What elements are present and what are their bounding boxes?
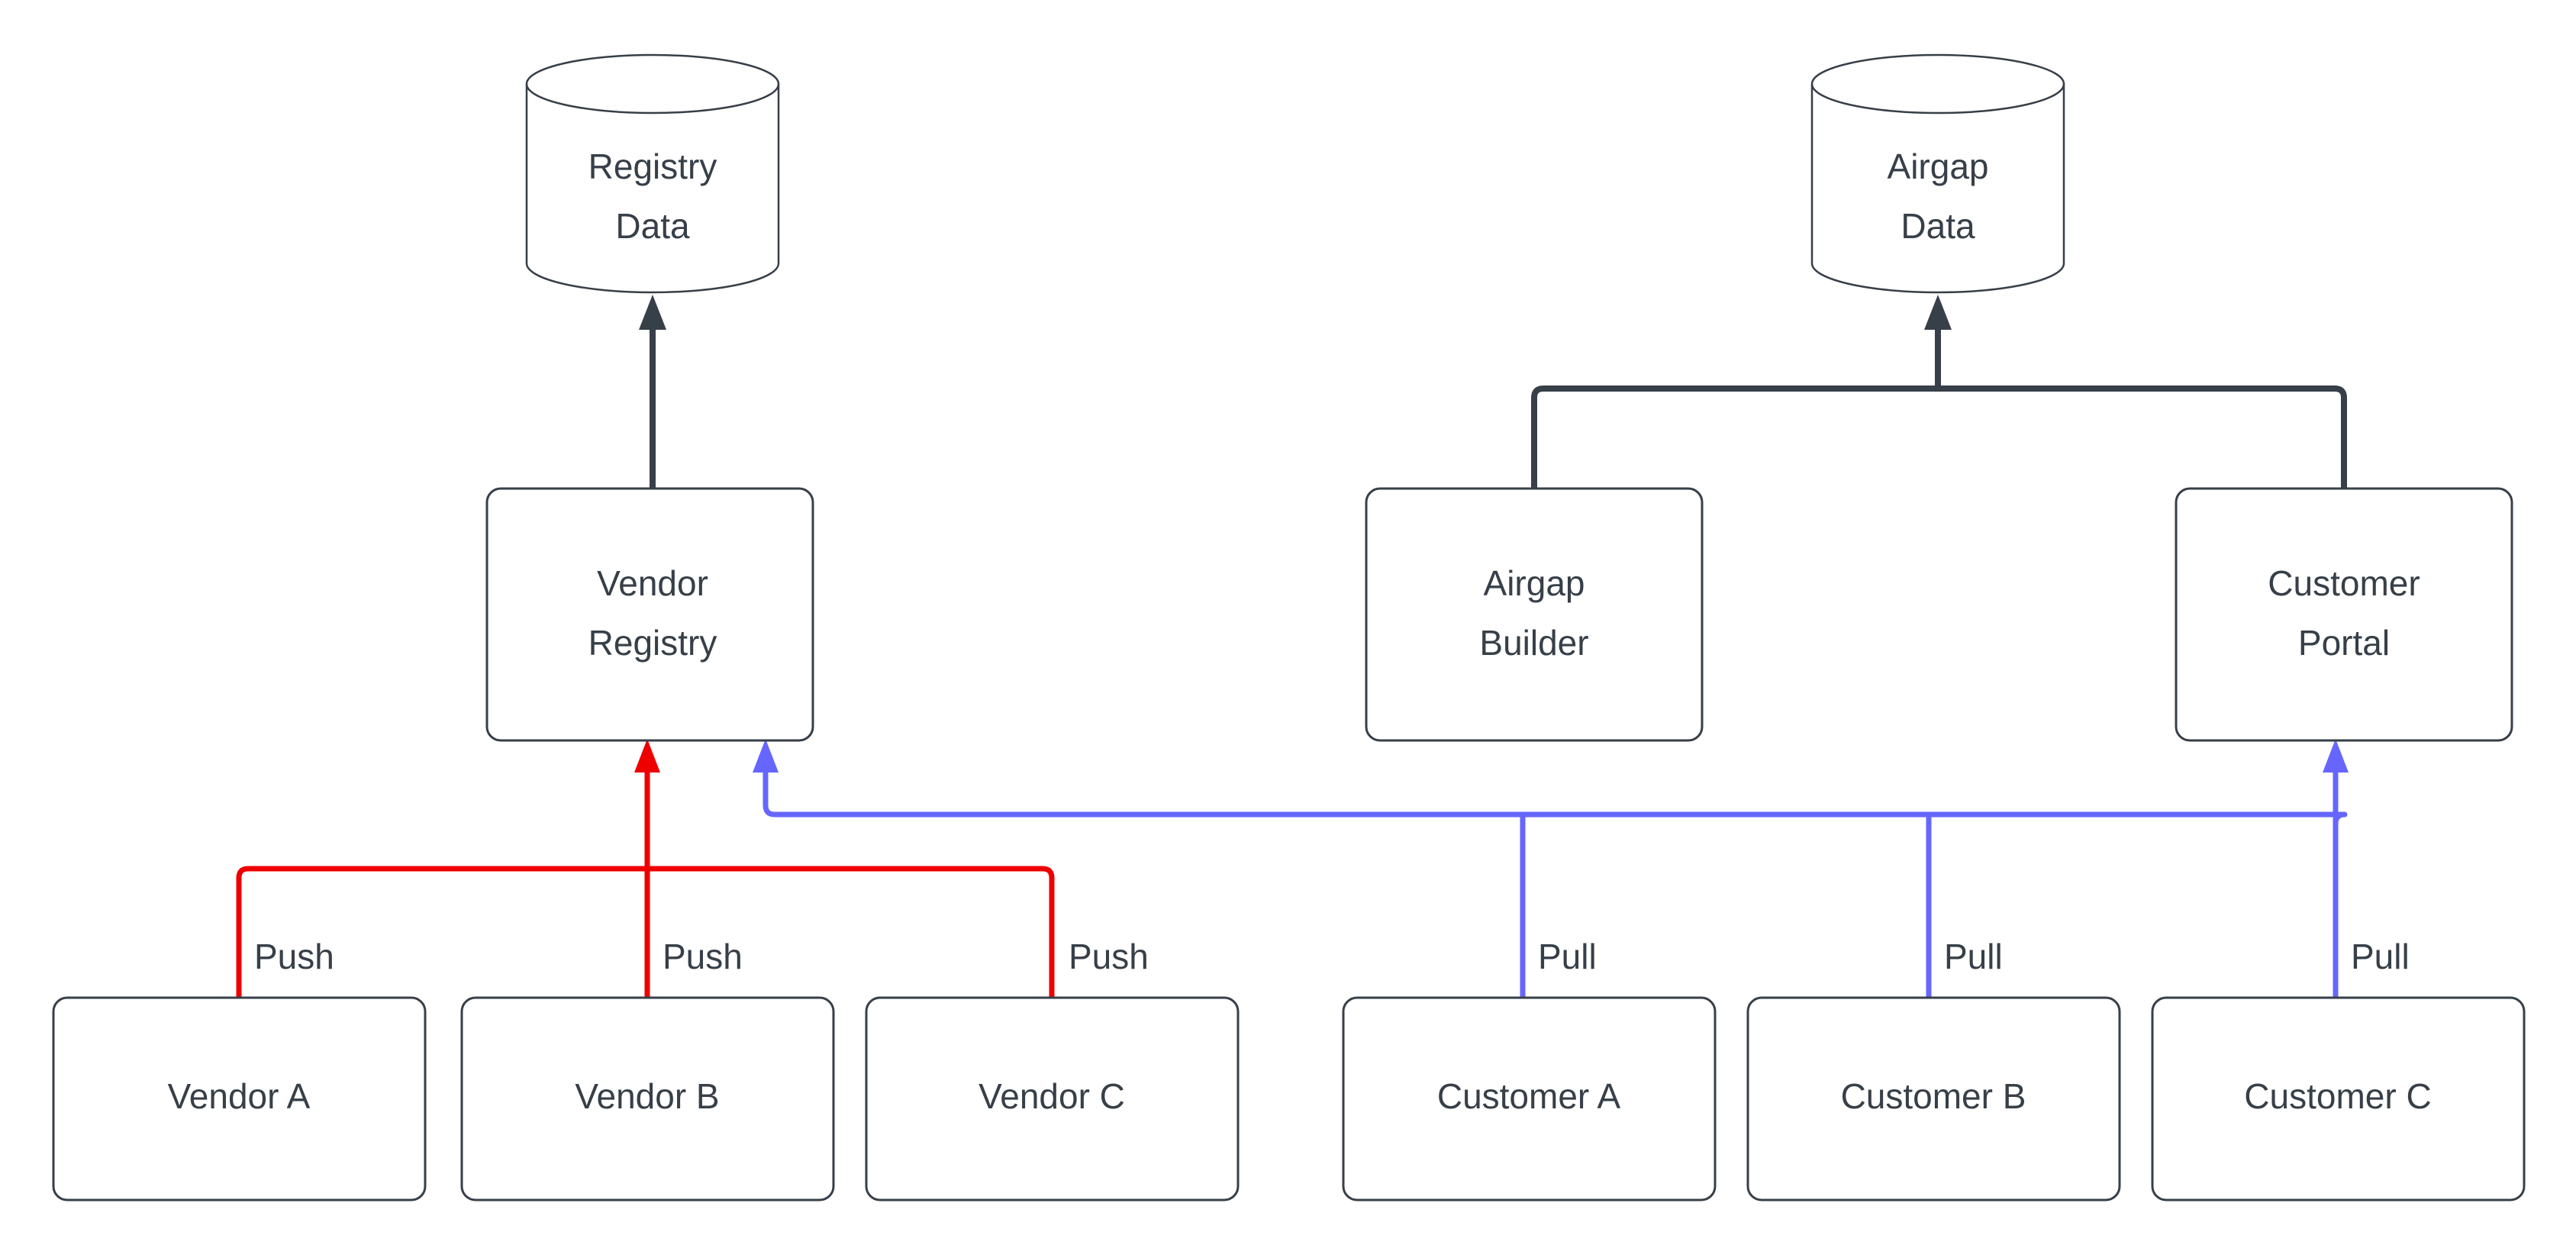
edge-label-push-b: Push xyxy=(663,937,743,976)
edge-push-bus xyxy=(236,739,1055,998)
node-customer-a[interactable]: Customer A xyxy=(1342,996,1717,1202)
customer-c-label: Customer C xyxy=(2244,1076,2431,1116)
airgap-builder-label-line2: Builder xyxy=(1479,623,1588,663)
edge-label-push-c: Push xyxy=(1069,937,1149,976)
node-airgap-builder[interactable]: Airgap Builder xyxy=(1365,487,1704,742)
edge-customer-portal-to-airgap-data xyxy=(1938,385,2347,489)
node-vendor-registry[interactable]: Vendor Registry xyxy=(485,487,814,742)
node-airgap-data[interactable]: Airgap Data xyxy=(1810,53,2065,294)
node-vendor-b[interactable]: Vendor B xyxy=(460,996,835,1202)
registry-data-label-line2: Data xyxy=(615,206,690,246)
vendor-registry-label-line2: Registry xyxy=(588,623,717,663)
node-registry-data[interactable]: Registry Data xyxy=(525,53,780,294)
airgap-data-label-line2: Data xyxy=(1901,206,1975,246)
node-vendor-c[interactable]: Vendor C xyxy=(865,996,1240,1202)
edge-vendor-registry-to-registry-data xyxy=(639,295,666,489)
edge-label-pull-c: Pull xyxy=(2351,937,2410,976)
customer-a-label: Customer A xyxy=(1437,1076,1621,1116)
node-customer-portal[interactable]: Customer Portal xyxy=(2175,487,2513,742)
customer-b-label: Customer B xyxy=(1841,1076,2026,1116)
airgap-data-label-line1: Airgap xyxy=(1888,147,1989,186)
node-customer-b[interactable]: Customer B xyxy=(1746,996,2121,1202)
customer-portal-label-line2: Portal xyxy=(2298,623,2390,663)
edge-label-pull-b: Pull xyxy=(1944,937,2003,976)
vendor-a-label: Vendor A xyxy=(168,1076,311,1116)
edge-pull-bus xyxy=(753,739,2349,998)
airgap-builder-label-line1: Airgap xyxy=(1484,563,1585,603)
edge-label-push-a: Push xyxy=(254,937,334,976)
edge-label-pull-a: Pull xyxy=(1538,937,1597,976)
node-vendor-a[interactable]: Vendor A xyxy=(52,996,427,1202)
vendor-c-label: Vendor C xyxy=(978,1076,1125,1116)
edge-airgap-builder-to-airgap-data xyxy=(1531,385,1938,489)
node-customer-c[interactable]: Customer C xyxy=(2151,996,2526,1202)
registry-data-label-line1: Registry xyxy=(588,147,717,186)
vendor-b-label: Vendor B xyxy=(575,1076,719,1116)
customer-portal-label-line1: Customer xyxy=(2268,563,2420,603)
vendor-registry-label-line1: Vendor xyxy=(597,563,708,603)
edge-airgap-riser xyxy=(1924,295,1952,389)
